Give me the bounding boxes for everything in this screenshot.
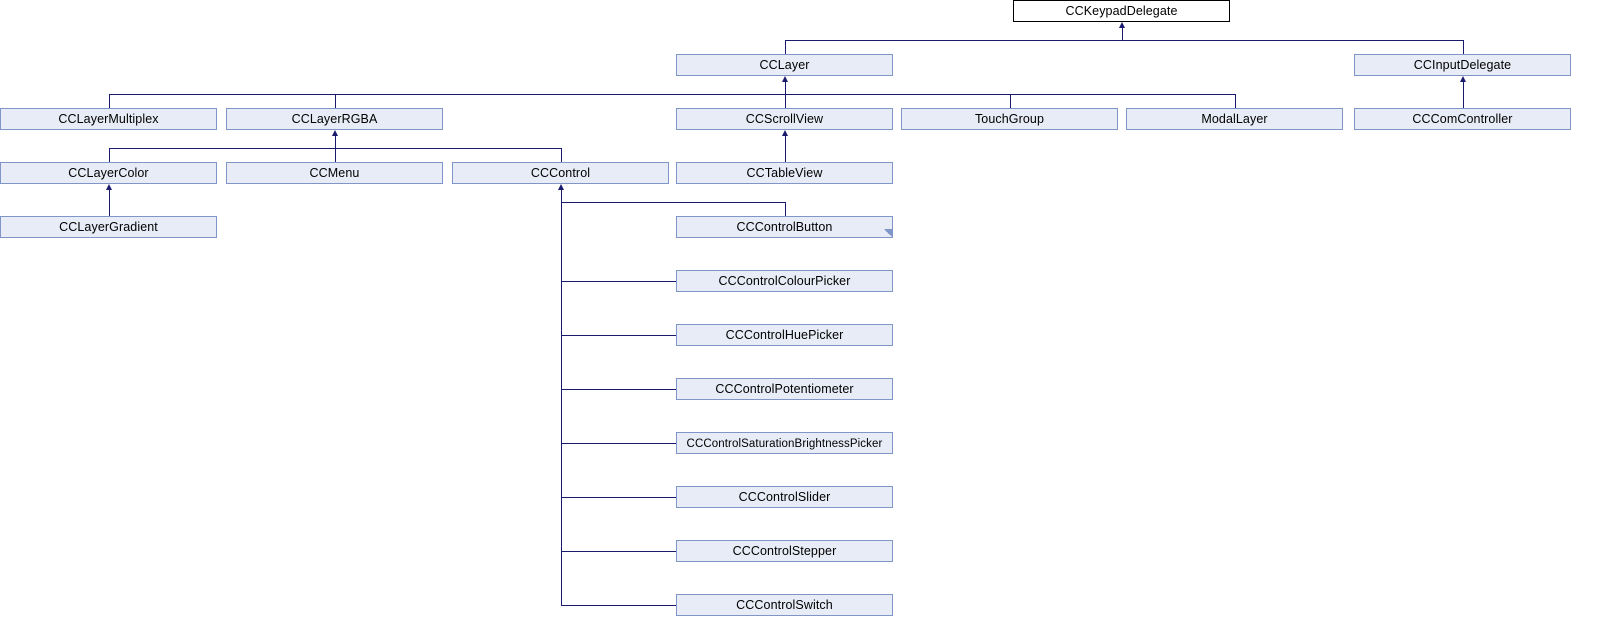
class-node-CCScrollView[interactable]: CCScrollView	[676, 108, 893, 130]
inheritance-edge	[561, 605, 676, 606]
class-node-label: TouchGroup	[974, 112, 1045, 126]
class-node-label: CCComController	[1412, 112, 1513, 126]
class-node-label: CCControlButton	[736, 220, 833, 234]
inheritance-edge	[785, 40, 1122, 41]
class-node-CCTableView[interactable]: CCTableView	[676, 162, 893, 184]
class-node-label: CCMenu	[309, 166, 360, 180]
class-node-label: CCControlSaturationBrightnessPicker	[686, 438, 883, 450]
class-node-label: CCLayerColor	[68, 166, 149, 180]
class-node-CCControlButton[interactable]: CCControlButton	[676, 216, 893, 238]
class-node-CCControlColourPicker[interactable]: CCControlColourPicker	[676, 270, 893, 292]
class-node-label: CCTableView	[746, 166, 823, 180]
inheritance-arrowhead	[781, 76, 788, 82]
inheritance-arrowhead	[331, 130, 338, 136]
inheritance-edge	[561, 551, 676, 552]
class-node-label: ModalLayer	[1201, 112, 1268, 126]
inheritance-edge	[785, 202, 786, 216]
class-node-label: CCControlSwitch	[736, 598, 833, 612]
class-node-label: CCControlColourPicker	[718, 274, 851, 288]
inheritance-arrowhead	[105, 184, 112, 190]
class-node-CCLayer[interactable]: CCLayer	[676, 54, 893, 76]
inheritance-edge	[561, 389, 676, 390]
class-node-label: CCLayerGradient	[59, 220, 158, 234]
inheritance-edge	[785, 94, 1235, 95]
inheritance-edge	[561, 497, 676, 498]
inheritance-edge	[561, 281, 676, 282]
inheritance-edge	[1235, 94, 1236, 108]
class-node-CCMenu[interactable]: CCMenu	[226, 162, 443, 184]
inheritance-edge	[335, 148, 561, 149]
class-node-label: CCScrollView	[745, 112, 824, 126]
class-node-CCControlSwitch[interactable]: CCControlSwitch	[676, 594, 893, 616]
inheritance-edge	[109, 94, 110, 108]
class-node-CCInputDelegate[interactable]: CCInputDelegate	[1354, 54, 1571, 76]
inheritance-edge	[335, 94, 336, 108]
class-node-label: CCLayerMultiplex	[58, 112, 159, 126]
class-node-label: CCControlHuePicker	[725, 328, 844, 342]
class-node-CCControlStepper[interactable]: CCControlStepper	[676, 540, 893, 562]
inheritance-arrowhead	[1118, 22, 1125, 28]
class-node-CCComController[interactable]: CCComController	[1354, 108, 1571, 130]
inheritance-edge	[561, 202, 785, 203]
class-node-CCKeypadDelegate[interactable]: CCKeypadDelegate	[1013, 0, 1230, 22]
inheritance-edge	[1122, 40, 1463, 41]
inheritance-edge	[785, 40, 786, 54]
class-node-label: CCKeypadDelegate	[1065, 4, 1178, 18]
inheritance-edge	[785, 135, 786, 162]
class-node-label: CCControlPotentiometer	[715, 382, 854, 396]
class-node-CCLayerGradient[interactable]: CCLayerGradient	[0, 216, 217, 238]
inheritance-arrowhead	[1459, 76, 1466, 82]
class-node-TouchGroup[interactable]: TouchGroup	[901, 108, 1118, 130]
inheritance-edge	[561, 148, 562, 162]
inheritance-arrowhead	[557, 184, 564, 190]
class-node-label: CCInputDelegate	[1413, 58, 1512, 72]
class-node-CCLayerMultiplex[interactable]: CCLayerMultiplex	[0, 108, 217, 130]
class-node-label: CCControlSlider	[738, 490, 831, 504]
inheritance-edge	[561, 335, 676, 336]
class-node-CCLayerRGBA[interactable]: CCLayerRGBA	[226, 108, 443, 130]
inheritance-edge	[109, 148, 335, 149]
class-node-label: CCLayer	[759, 58, 810, 72]
inheritance-edge	[109, 148, 110, 162]
inheritance-edge	[1463, 40, 1464, 54]
inheritance-edge	[785, 81, 786, 94]
class-node-label: CCControl	[530, 166, 591, 180]
inheritance-edge	[335, 135, 336, 148]
class-node-ModalLayer[interactable]: ModalLayer	[1126, 108, 1343, 130]
class-node-CCLayerColor[interactable]: CCLayerColor	[0, 162, 217, 184]
inheritance-edge	[1463, 81, 1464, 108]
class-node-CCControlSaturationBrightnessPicker[interactable]: CCControlSaturationBrightnessPicker	[676, 432, 893, 454]
inheritance-arrowhead	[781, 130, 788, 136]
class-node-CCControlSlider[interactable]: CCControlSlider	[676, 486, 893, 508]
inheritance-edge	[335, 94, 785, 95]
class-node-label: CCLayerRGBA	[291, 112, 378, 126]
inheritance-edge	[561, 189, 562, 202]
class-node-CCControlHuePicker[interactable]: CCControlHuePicker	[676, 324, 893, 346]
inheritance-edge	[1122, 27, 1123, 40]
class-node-CCControl[interactable]: CCControl	[452, 162, 669, 184]
class-node-CCControlPotentiometer[interactable]: CCControlPotentiometer	[676, 378, 893, 400]
inheritance-edge	[1010, 94, 1011, 108]
class-node-label: CCControlStepper	[732, 544, 837, 558]
inheritance-edge	[109, 189, 110, 216]
inheritance-edge	[561, 443, 676, 444]
inheritance-edge	[561, 189, 562, 605]
